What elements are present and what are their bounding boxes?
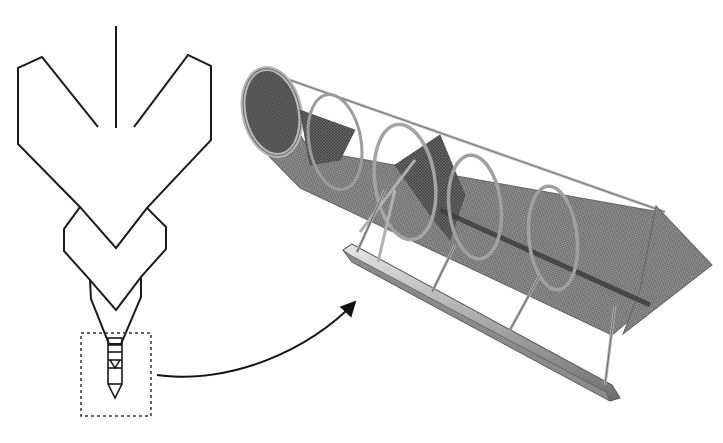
- middle-chevron: [79, 206, 148, 250]
- mesh-trap: [240, 66, 713, 402]
- ring-2: [306, 93, 364, 191]
- selection-box: [80, 332, 152, 417]
- sled-base-side: [342, 249, 611, 402]
- connector-arrow: [156, 300, 357, 378]
- outer-wing-outline: [17, 53, 212, 345]
- ring-5: [526, 184, 580, 292]
- ring-3: [372, 122, 438, 242]
- funnel-schematic: [17, 26, 212, 417]
- inner-funnel-1: [299, 109, 356, 166]
- codend-tube: [107, 337, 123, 400]
- mesh-seam: [438, 207, 652, 308]
- ring-4: [446, 153, 504, 261]
- inner-chevron: [89, 276, 142, 312]
